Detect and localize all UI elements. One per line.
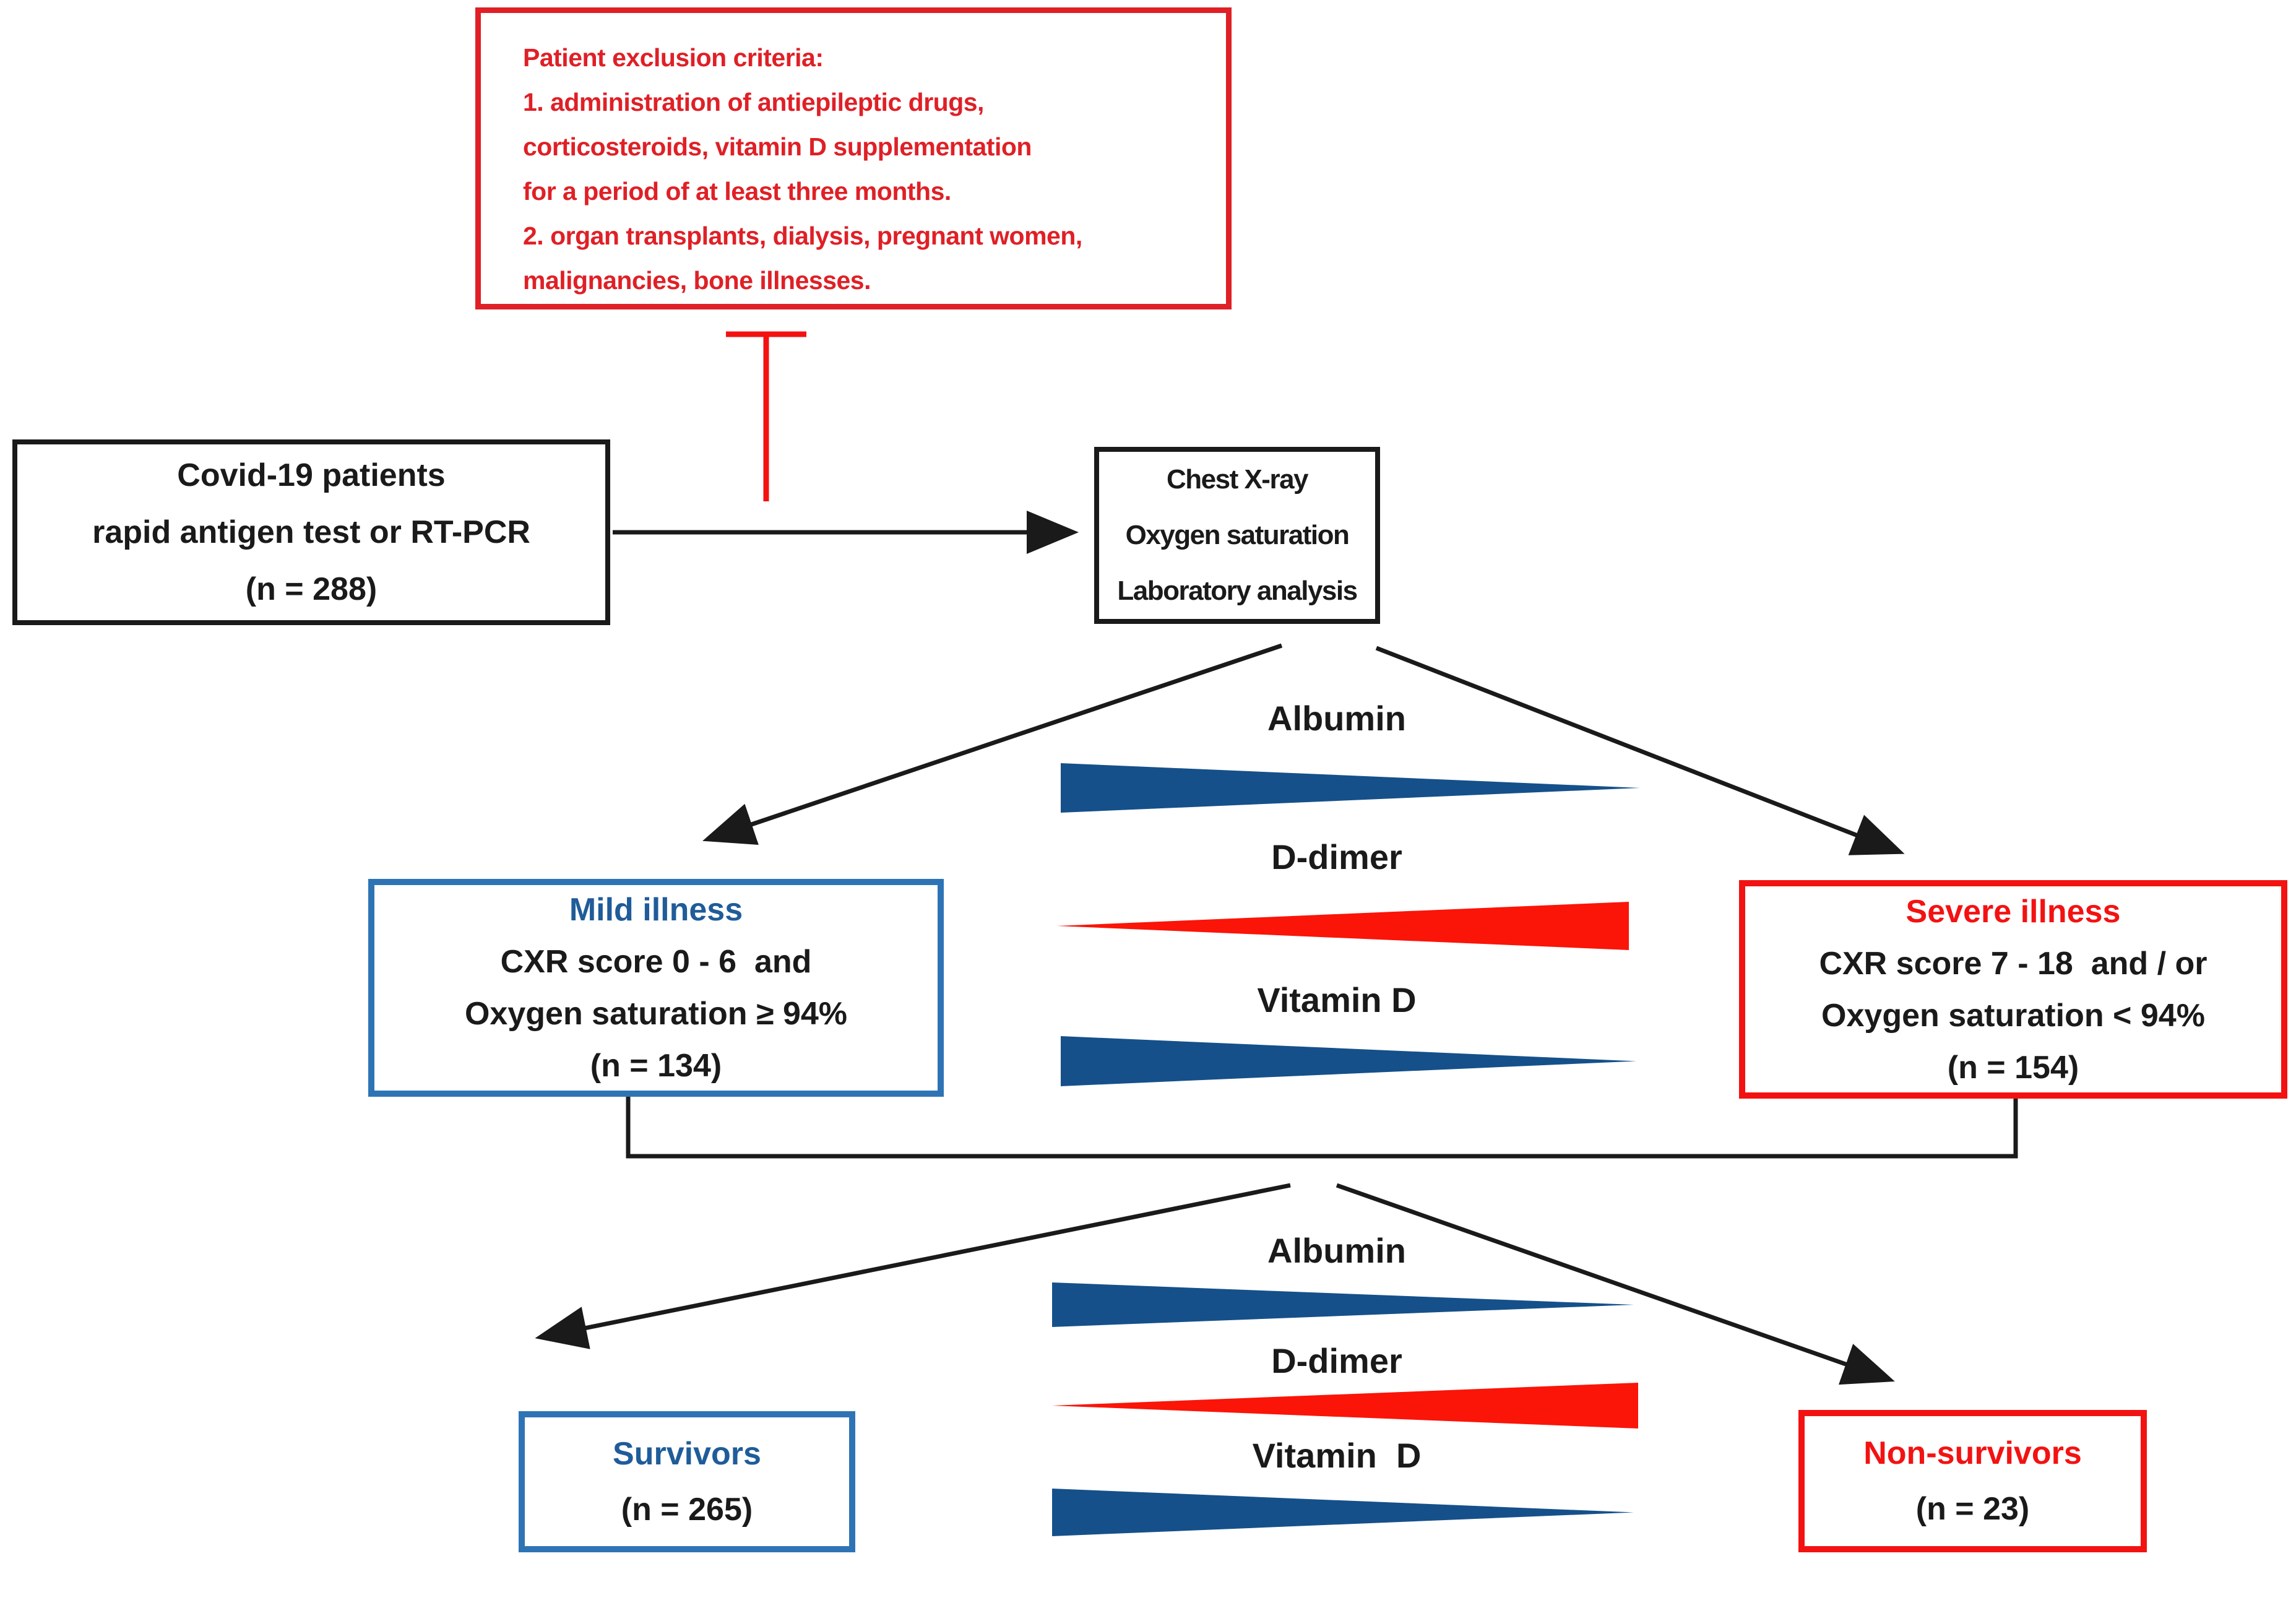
- severe-illness-box: Severe illness CXR score 7 - 18 and / or…: [1739, 880, 2287, 1099]
- exclusion-line: corticosteroids, vitamin D supplementati…: [523, 132, 1032, 161]
- mild-illness-box: Mild illness CXR score 0 - 6 and Oxygen …: [368, 879, 944, 1097]
- mild-box-line: Oxygen saturation ≥ 94%: [464, 996, 848, 1032]
- albumin-label: Albumin: [1267, 1231, 1406, 1270]
- vitamin-d-label: Vitamin D: [1257, 980, 1417, 1019]
- albumin-decrease-triangle-icon: [1061, 763, 1640, 813]
- covid-box-line: rapid antigen test or RT-PCR: [92, 514, 530, 550]
- severe-illness-title: Severe illness: [1905, 893, 2121, 930]
- d-dimer-label: D-dimer: [1271, 1341, 1402, 1380]
- mild-illness-title: Mild illness: [569, 892, 743, 928]
- vitamin-d-label: Vitamin D: [1252, 1436, 1422, 1475]
- severe-box-line: CXR score 7 - 18 and / or: [1819, 945, 2208, 982]
- exclusion-line: Patient exclusion criteria:: [523, 43, 824, 72]
- mild-severe-join-line: [626, 1097, 2018, 1159]
- exclusion-criteria-box: Patient exclusion criteria: 1. administr…: [475, 7, 1232, 309]
- exclusion-line: 2. organ transplants, dialysis, pregnant…: [523, 222, 1082, 250]
- d-dimer-label: D-dimer: [1271, 837, 1402, 876]
- arrow-assessment-to-mild: [702, 643, 1283, 845]
- survivors-title: Survivors: [613, 1436, 761, 1472]
- survivors-count: (n = 265): [621, 1492, 753, 1528]
- non-survivors-count: (n = 23): [1915, 1491, 2030, 1527]
- assessment-box: Chest X-ray Oxygen saturation Laboratory…: [1094, 447, 1380, 624]
- assessment-box-line: Laboratory analysis: [1117, 576, 1358, 606]
- covid-box-count: (n = 288): [245, 571, 378, 607]
- survivors-box: Survivors (n = 265): [519, 1411, 855, 1552]
- albumin-decrease-triangle-icon: [1052, 1282, 1634, 1327]
- exclusion-line: 1. administration of antiepileptic drugs…: [523, 88, 984, 116]
- mild-box-count: (n = 134): [590, 1048, 722, 1084]
- severe-box-count: (n = 154): [1947, 1049, 2079, 1086]
- mild-box-line: CXR score 0 - 6 and: [500, 944, 812, 980]
- assessment-box-line: Chest X-ray: [1166, 464, 1309, 495]
- exclusion-line: malignancies, bone illnesses.: [523, 266, 871, 295]
- non-survivors-box: Non-survivors (n = 23): [1798, 1410, 2147, 1552]
- severe-box-line: Oxygen saturation < 94%: [1821, 997, 2205, 1034]
- assessment-box-line: Oxygen saturation: [1125, 520, 1350, 550]
- albumin-label: Albumin: [1267, 699, 1406, 738]
- arrow-assessment-to-severe: [1375, 646, 1905, 855]
- non-survivors-title: Non-survivors: [1863, 1435, 2082, 1471]
- vitamin-d-decrease-triangle-icon: [1052, 1489, 1634, 1536]
- d-dimer-increase-triangle-icon: [1052, 1383, 1638, 1429]
- exclusion-line: for a period of at least three months.: [523, 177, 951, 205]
- covid-box-line: Covid-19 patients: [177, 457, 446, 493]
- d-dimer-increase-triangle-icon: [1057, 902, 1629, 950]
- covid-patients-box: Covid-19 patients rapid antigen test or …: [12, 439, 610, 625]
- vitamin-d-decrease-triangle-icon: [1061, 1036, 1636, 1086]
